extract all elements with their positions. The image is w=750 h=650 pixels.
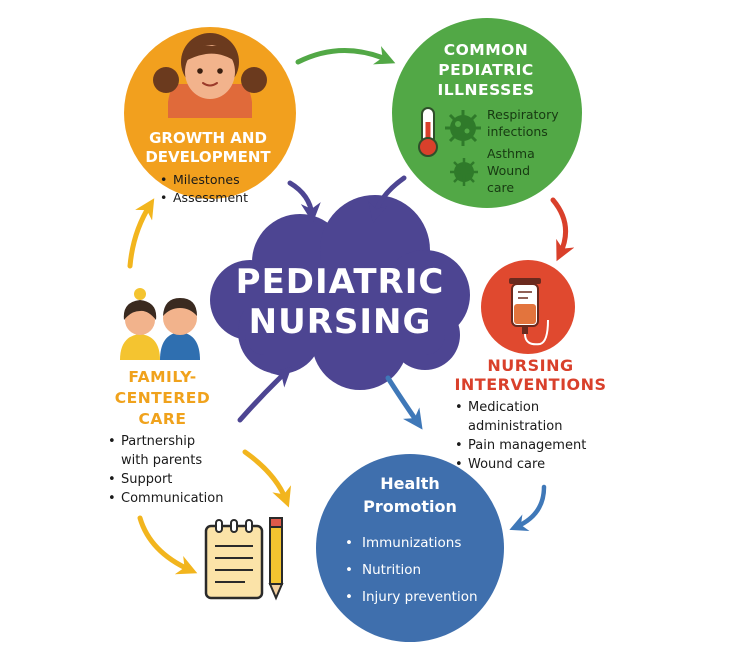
family-item-support: Support	[108, 470, 223, 489]
center-title-line2: NURSING	[248, 302, 432, 342]
family-item-communication: Communication	[108, 489, 223, 508]
arrow-family-to-notepad	[242, 449, 292, 508]
interventions-title-line2: INTERVENTIONS	[454, 375, 607, 394]
illnesses-item-wound-line2: care	[487, 180, 515, 195]
family-item-partnership-line1: Partnership	[121, 434, 196, 449]
interventions-item-medication-line1: Medication	[468, 400, 540, 415]
arrow-communication-to-notepad	[137, 515, 198, 575]
growth-title-line2: DEVELOPMENT	[145, 148, 271, 166]
virus-icon	[445, 110, 481, 186]
health-item-injury-prevention: Injury prevention	[345, 584, 478, 611]
illnesses-title-line2: PEDIATRIC	[438, 61, 534, 79]
arrow-interventions-to-health	[509, 484, 547, 532]
illnesses-node	[392, 18, 582, 208]
illnesses-title-line3: ILLNESSES	[437, 81, 535, 99]
interventions-title-line1: NURSING	[487, 356, 574, 375]
illnesses-item-respiratory-line2: infections	[487, 124, 548, 139]
arrow-illnesses-to-center	[368, 175, 407, 223]
illnesses-item-respiratory-line1: Respiratory	[487, 107, 559, 122]
interventions-item-wound: Wound care	[455, 455, 586, 474]
arrow-growth-to-illnesses	[295, 46, 396, 65]
arrow-family-to-center	[237, 366, 292, 423]
growth-item-milestones: Milestones	[160, 171, 248, 189]
illnesses-item-wound-line1: Wound	[487, 163, 531, 178]
illnesses-title-line1: COMMON	[443, 41, 529, 59]
notepad-icon	[204, 519, 264, 600]
arrow-family-to-growth	[127, 198, 155, 269]
interventions-item-medication: Medication administration	[455, 398, 586, 436]
family-icon	[120, 288, 200, 360]
family-item-partnership-line2: with parents	[121, 453, 203, 468]
thermometer-icon	[418, 107, 438, 157]
iv-bag-icon	[509, 278, 549, 346]
interventions-item-medication-line2: administration	[468, 419, 563, 434]
growth-item-assessment: Assessment	[160, 189, 248, 207]
family-title-line3: CARE	[138, 410, 187, 428]
family-item-partnership: Partnership with parents	[108, 432, 223, 470]
family-title-line1: FAMILY-	[128, 368, 197, 386]
family-title-line2: CENTERED	[114, 389, 211, 407]
growth-list: Milestones Assessment	[160, 171, 248, 207]
health-title-line2: Promotion	[363, 497, 457, 516]
pencil-icon	[268, 517, 284, 601]
interventions-item-pain: Pain management	[455, 436, 586, 455]
illnesses-item-asthma: Asthma	[487, 146, 535, 161]
arrow-growth-to-center	[287, 180, 321, 223]
health-title-line1: Health	[380, 474, 440, 493]
family-list: Partnership with parents Support Communi…	[108, 432, 223, 508]
growth-title-line1: GROWTH AND	[149, 129, 267, 147]
girl-face-icon	[153, 33, 267, 118]
arrow-center-to-health	[385, 375, 423, 430]
health-list: Immunizations Nutrition Injury preventio…	[345, 530, 478, 611]
center-title-line1: PEDIATRIC	[235, 262, 445, 302]
health-item-immunizations: Immunizations	[345, 530, 478, 557]
health-item-nutrition: Nutrition	[345, 557, 478, 584]
center-cloud	[210, 195, 470, 390]
interventions-list: Medication administration Pain managemen…	[455, 398, 586, 474]
arrow-illnesses-to-interventions	[550, 197, 575, 262]
